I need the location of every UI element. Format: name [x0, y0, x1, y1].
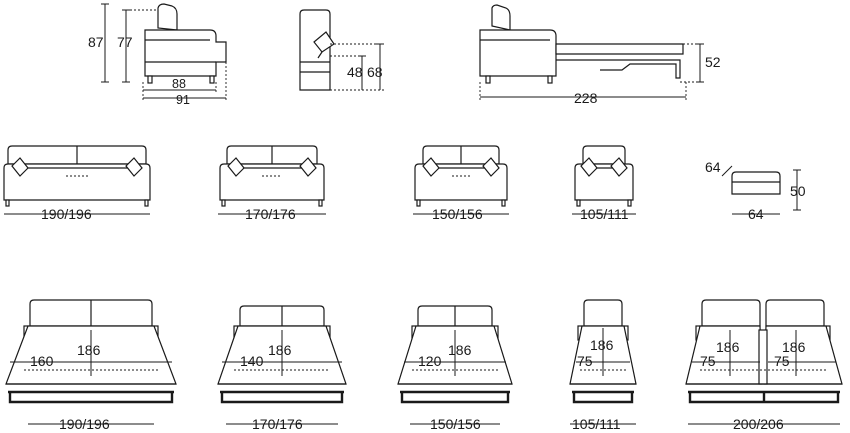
sofa-2-width-label: 170/176 — [245, 206, 296, 222]
bed-5-width-label: 75 — [700, 353, 716, 369]
bed-view-4: 186 75 105/111 — [569, 299, 637, 432]
bed-view-5: 186 75 186 75 200/206 — [685, 299, 843, 432]
bed-3-length-label: 186 — [448, 342, 472, 358]
bed-open-side-view: 52 228 — [479, 4, 721, 106]
sofa-front-view-4: 105/111 — [572, 145, 636, 222]
bed-height-label: 52 — [705, 54, 721, 70]
arm-height-label: 68 — [367, 64, 383, 80]
bed-5-width-2-label: 75 — [774, 353, 790, 369]
sofa-4-width-label: 105/111 — [580, 206, 629, 222]
sofa-1-width-label: 190/196 — [41, 206, 92, 222]
sofa-section-view: 48 68 — [299, 9, 385, 91]
seat-height-label: 48 — [347, 64, 363, 80]
bed-2-width-label: 140 — [240, 353, 264, 369]
height-back-label: 77 — [117, 34, 133, 50]
depth-seat-label: 88 — [172, 77, 186, 91]
sofa-side-view: 87 77 88 91 — [88, 3, 227, 107]
bed-5-length-label: 186 — [716, 339, 740, 355]
bed-5-length-2-label: 186 — [782, 339, 806, 355]
sofa-3-width-label: 150/156 — [432, 206, 483, 222]
bed-view-3: 186 120 150/156 — [397, 305, 513, 432]
bed-view-2: 186 140 170/176 — [217, 305, 347, 432]
bed-2-length-label: 186 — [268, 342, 292, 358]
sofa-front-view-3: 150/156 — [413, 145, 509, 222]
pouf-depth-label: 64 — [705, 159, 721, 175]
length-open-label: 228 — [574, 90, 598, 106]
height-total-label: 87 — [88, 34, 104, 50]
pouf-height-label: 50 — [790, 183, 806, 199]
sofa-front-view-1: 190/196 — [3, 145, 151, 222]
bed-4-length-label: 186 — [590, 337, 614, 353]
bed-3-overall-label: 150/156 — [430, 416, 481, 432]
bed-3-width-label: 120 — [418, 353, 442, 369]
pouf-width-label: 64 — [748, 206, 764, 222]
depth-total-label: 91 — [176, 93, 190, 107]
bed-view-1: 186 160 190/196 — [5, 299, 177, 432]
pouf-view: 64 50 64 — [705, 159, 806, 222]
bed-1-length-label: 186 — [77, 342, 101, 358]
bed-5-overall-label: 200/206 — [733, 416, 784, 432]
bed-4-overall-label: 105/111 — [572, 416, 621, 432]
bed-4-width-label: 75 — [577, 353, 593, 369]
bed-1-width-label: 160 — [30, 353, 54, 369]
bed-2-overall-label: 170/176 — [252, 416, 303, 432]
bed-1-overall-label: 190/196 — [59, 416, 110, 432]
sofa-front-view-2: 170/176 — [218, 145, 326, 222]
